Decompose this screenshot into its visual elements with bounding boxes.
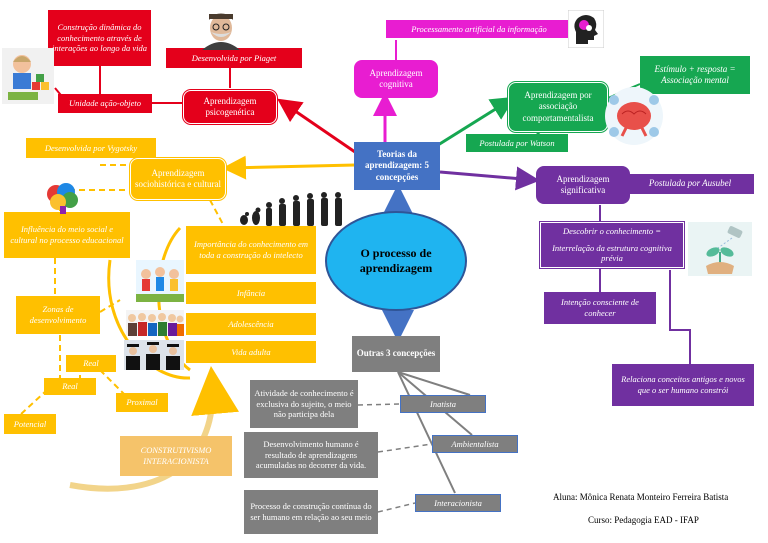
children-image <box>136 260 184 302</box>
sociohistorica-node: Aprendizagem sociohistórica e cultural <box>130 158 226 200</box>
piaget-box: Desenvolvida por Piaget <box>166 48 302 68</box>
adolescencia-box: Adolescência <box>186 313 316 335</box>
comportamentalista-node: Aprendizagem por associação comportament… <box>508 82 608 132</box>
cognitiva-node: Aprendizagem cognitiva <box>354 60 438 98</box>
real-box-1: Real <box>66 355 116 372</box>
graduates-image <box>124 340 184 370</box>
construcao-dinamica-box: Construção dinâmica do conhecimento atra… <box>48 10 151 66</box>
importancia-box: Importância do conhecimento em toda a co… <box>186 226 316 274</box>
ambientalista-desc-box: Desenvolvimento humano é resultado de ap… <box>244 432 378 478</box>
interacionista-desc-box: Processo de construção contínua do ser h… <box>244 490 378 534</box>
relaciona-box: Relaciona conceitos antigos e novos que … <box>612 364 754 406</box>
child-playing-blocks-image <box>2 48 54 104</box>
ambientalista-box: Ambientalista <box>432 435 518 453</box>
teorias-node: Teorias da aprendizagem: 5 concepções <box>354 142 440 190</box>
potencial-box: Potencial <box>4 414 56 434</box>
psicogenetica-node: Aprendizagem psicogenética <box>183 90 277 124</box>
construtivismo-box: CONSTRUTIVISMO INTERACIONISTA <box>120 436 232 476</box>
estimulo-resposta-box: Estímulo + resposta = Associação mental <box>640 56 750 94</box>
teenagers-image <box>126 310 184 336</box>
intencao-box: Intenção consciente de conhecer <box>544 292 656 324</box>
vida-adulta-box: Vida adulta <box>186 341 316 363</box>
descobrir-box: Descobrir o conhecimento = Interrelação … <box>540 222 684 268</box>
puzzle-heads-icon <box>44 180 82 214</box>
center-title: O processo de aprendizagem <box>359 246 433 275</box>
brain-gears-icon <box>604 84 664 148</box>
zonas-box: Zonas de desenvolvimento <box>16 296 100 334</box>
ausubel-box: Postulada por Ausubel <box>626 174 754 194</box>
significativa-node: Aprendizagem significativa <box>536 166 630 204</box>
author-course: Curso: Pedagogia EAD - IFAP <box>588 515 699 525</box>
interacionista-box: Interacionista <box>415 494 501 512</box>
unidade-acao-objeto-box: Unidade ação-objeto <box>58 94 152 113</box>
brain-head-icon <box>567 9 605 49</box>
plant-growing-image <box>688 222 752 276</box>
author-name: Aluna: Mônica Renata Monteiro Ferreira B… <box>553 492 729 502</box>
influencia-box: Influência do meio social e cultural no … <box>4 212 130 258</box>
inatista-box: Inatista <box>400 395 486 413</box>
watson-box: Postulada por Watson <box>466 134 568 152</box>
human-evolution-silhouette <box>238 192 348 226</box>
infancia-box: Infância <box>186 282 316 304</box>
inatista-desc-box: Atividade de conhecimento é exclusiva do… <box>250 380 358 428</box>
outras-node: Outras 3 concepções <box>352 336 440 372</box>
piaget-portrait-image <box>198 8 244 50</box>
proximal-box: Proximal <box>116 393 168 412</box>
center-topic: O processo de aprendizagem <box>325 211 467 311</box>
vygotsky-box: Desenvolvida por Vygotsky <box>26 138 156 158</box>
real-box-2: Real <box>44 378 96 395</box>
processamento-box: Processamento artificial da informação <box>386 20 572 38</box>
